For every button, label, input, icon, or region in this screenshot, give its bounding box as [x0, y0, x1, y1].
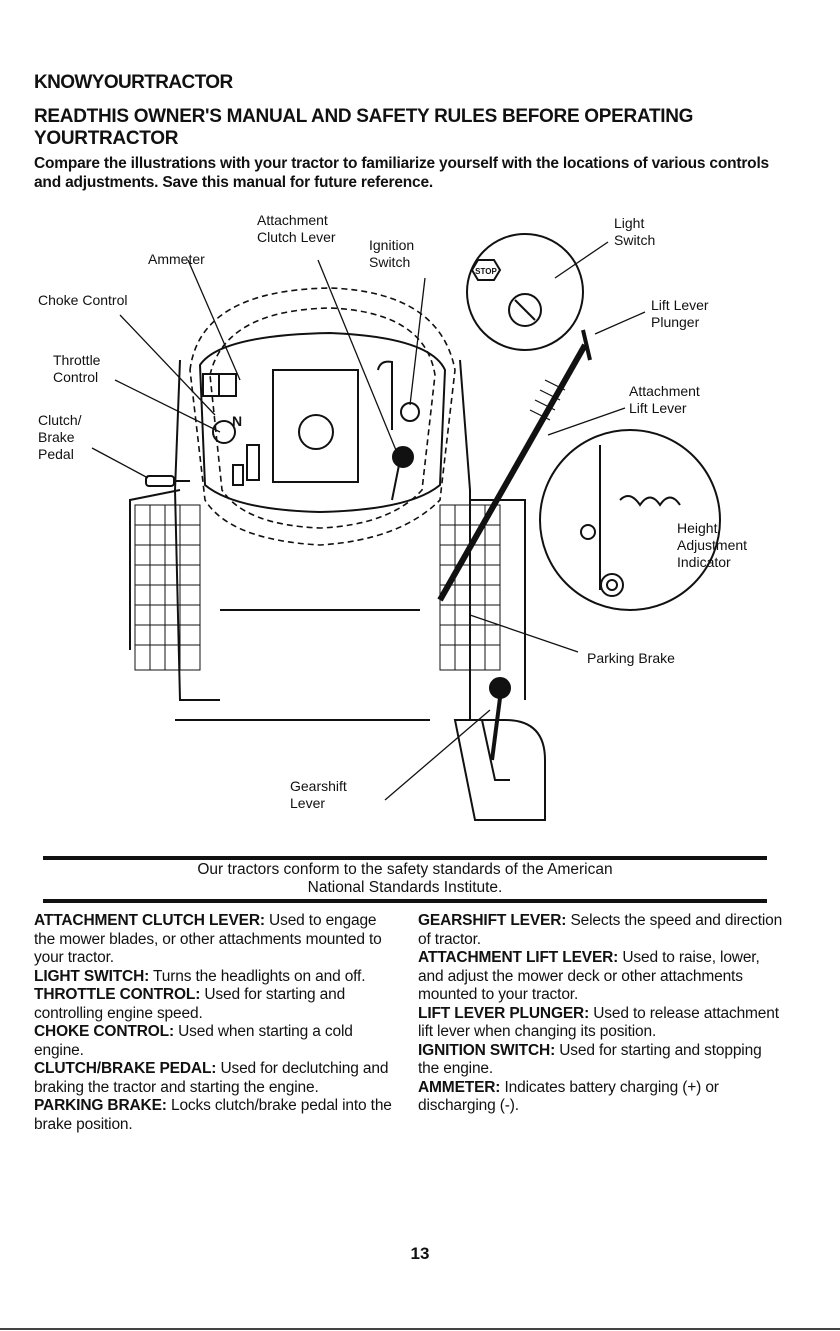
label-height-adjustment-indicator: Height Adjustment Indicator — [677, 520, 748, 570]
intro-paragraph: Compare the illustrations with your trac… — [34, 155, 769, 191]
entry-ammeter: AMMETER: Indicates battery charging (+) … — [418, 1078, 719, 1115]
divider-bottom — [43, 899, 767, 903]
tractor-illustration: STOP N — [91, 233, 721, 821]
entry-parking-brake: PARKING BRAKE: Locks clutch/brake pedal … — [34, 1097, 392, 1133]
entry-ignition-switch: IGNITION SWITCH: Used for starting and s… — [418, 1041, 762, 1078]
safety-heading: READTHIS OWNER'S MANUAL AND SAFETY RULES… — [34, 106, 694, 149]
label-throttle-control: Throttle Control — [53, 352, 101, 385]
label-gearshift-lever: Gearshift Lever — [290, 778, 347, 811]
label-clutch-brake-pedal: Clutch/ Brake Pedal — [38, 412, 82, 462]
neutral-letter: N — [232, 413, 242, 429]
label-parking-brake: Parking Brake — [587, 650, 675, 666]
entry-attachment-lift-lever: ATTACHMENT LIFT LEVER: Used to raise, lo… — [418, 949, 760, 1003]
page-number: 13 — [410, 1244, 430, 1263]
controls-description-right: GEARSHIFT LEVER: Selects the speed and d… — [418, 912, 783, 1116]
label-attachment-clutch-lever: Attachment Clutch Lever — [257, 212, 336, 245]
tractor-controls-diagram: STOP N Attachment Clutch Lever Ammeter I… — [0, 200, 840, 840]
entry-light-switch: LIGHT SWITCH: Turns the headlights on an… — [34, 967, 366, 985]
ansi-notice: Our tractors conform to the safety stand… — [197, 861, 613, 896]
label-lift-lever-plunger: Lift Lever Plunger — [651, 297, 709, 330]
stop-sign-label: STOP — [475, 267, 497, 276]
label-attachment-lift-lever: Attachment Lift Lever — [629, 383, 700, 416]
label-choke-control: Choke Control — [38, 292, 128, 308]
label-light-switch: Light Switch — [614, 215, 656, 248]
label-ammeter: Ammeter — [148, 251, 205, 267]
entry-throttle-control: THROTTLE CONTROL: Used for starting and … — [34, 986, 346, 1022]
entry-clutch-brake-pedal: CLUTCH/BRAKE PEDAL: Used for declutching… — [34, 1060, 389, 1096]
page-edge-line — [0, 1328, 840, 1330]
entry-gearshift-lever: GEARSHIFT LEVER: Selects the speed and d… — [418, 912, 783, 948]
label-ignition-switch: Ignition Switch — [369, 237, 415, 270]
entry-lift-lever-plunger: LIFT LEVER PLUNGER: Used to release atta… — [418, 1004, 779, 1041]
controls-description-left: ATTACHMENT CLUTCH LEVER: Used to engage … — [34, 912, 399, 1134]
section-title: KNOWYOURTRACTOR — [34, 72, 233, 93]
entry-attachment-clutch-lever: ATTACHMENT CLUTCH LEVER: Used to engage … — [34, 912, 382, 966]
divider-top — [43, 856, 767, 860]
entry-choke-control: CHOKE CONTROL: Used when starting a cold… — [34, 1023, 353, 1059]
